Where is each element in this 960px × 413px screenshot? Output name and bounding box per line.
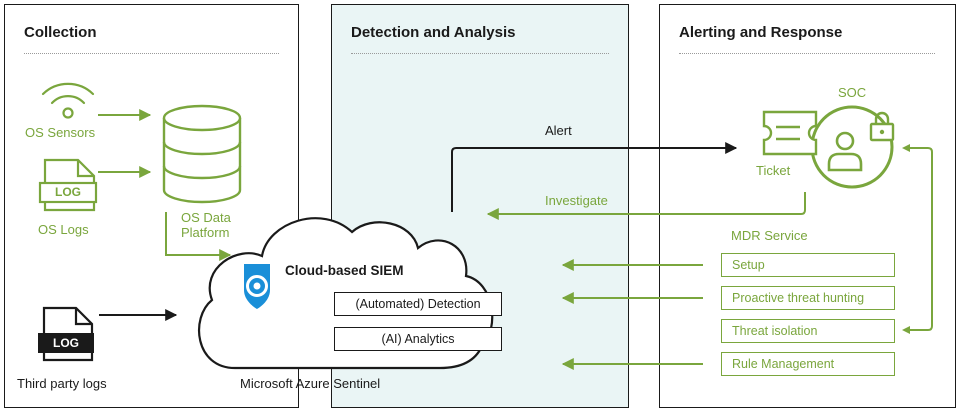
detection-title: Detection and Analysis [351, 24, 516, 41]
alerting-title-divider [679, 53, 935, 54]
third-party-log-file-icon [38, 306, 94, 362]
ticket-label: Ticket [756, 163, 791, 178]
os-logs-label: OS Logs [38, 222, 89, 237]
loop-arrowhead-top [902, 144, 910, 152]
collection-title-divider [24, 53, 279, 54]
ticket-icon [762, 110, 818, 156]
investigate-arrow [486, 192, 806, 220]
mdr-service-title: MDR Service [731, 228, 808, 243]
loop-arrowhead-bottom [902, 326, 910, 334]
detection-title-divider [351, 53, 609, 54]
user-icon [827, 131, 863, 172]
service-rule-management: Rule Management [721, 352, 895, 376]
alert-arrow [451, 142, 738, 212]
log-file-icon [38, 158, 98, 212]
alerting-panel [659, 4, 956, 408]
os-log-badge-text: LOG [55, 185, 81, 199]
service-setup: Setup [721, 253, 895, 277]
alerting-title: Alerting and Response [679, 24, 843, 41]
collection-title: Collection [24, 24, 97, 41]
siem-caption: Microsoft Azure Sentinel [240, 376, 381, 391]
alert-label: Alert [545, 123, 572, 138]
wifi-sensor-icon [41, 82, 95, 119]
collection-panel [4, 4, 299, 408]
azure-sentinel-shield-icon [244, 264, 270, 309]
database-icon [162, 104, 242, 204]
service-proactive-threat-hunting: Proactive threat hunting [721, 286, 895, 310]
automated-detection-box: (Automated) Detection [334, 292, 502, 316]
investigate-label: Investigate [545, 193, 608, 208]
third-party-logs-label: Third party logs [17, 376, 107, 391]
third-party-log-badge-text: LOG [53, 336, 79, 350]
ai-analytics-box: (AI) Analytics [334, 327, 502, 351]
soc-isolation-loop [906, 147, 933, 331]
os-data-platform-label-line2: Platform [181, 225, 230, 240]
os-data-platform-label-line1: OS Data [181, 210, 231, 225]
lock-icon [869, 111, 895, 142]
siem-title: Cloud-based SIEM [285, 263, 404, 278]
soc-label: SOC [838, 85, 867, 100]
platform-to-siem-arrow [165, 212, 232, 261]
service-threat-isolation: Threat isolation [721, 319, 895, 343]
os-sensors-label: OS Sensors [25, 125, 96, 140]
